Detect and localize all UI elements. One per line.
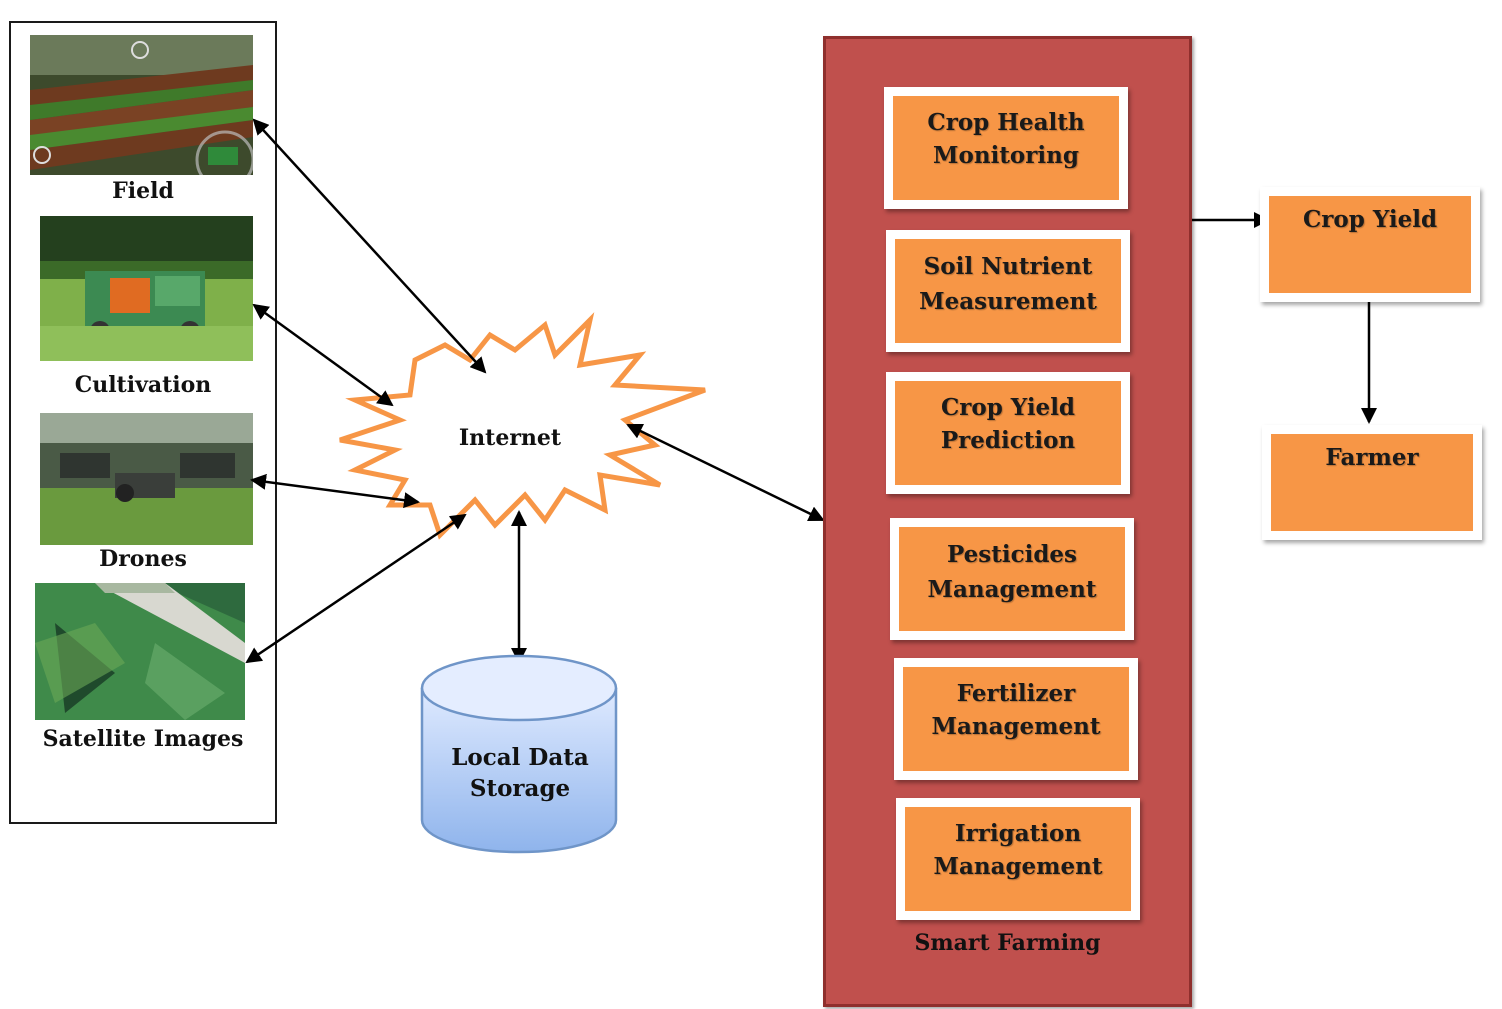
module-line1: Pesticides bbox=[946, 541, 1078, 568]
module-line1: Crop Yield bbox=[940, 394, 1076, 421]
module-line1: Fertilizer bbox=[956, 680, 1076, 707]
satellite-image bbox=[35, 583, 245, 720]
module-line2: Management bbox=[927, 576, 1097, 603]
module-line1: Crop Health bbox=[927, 109, 1085, 136]
field-image bbox=[30, 35, 253, 175]
local-storage-label-line2: Storage bbox=[469, 775, 571, 802]
drones-label: Drones bbox=[99, 546, 187, 572]
module-line1: Soil Nutrient bbox=[923, 253, 1093, 280]
module-line2: Monitoring bbox=[933, 142, 1079, 169]
cultivation-label: Cultivation bbox=[74, 372, 212, 398]
cultivation-image bbox=[40, 216, 253, 361]
local-storage-label: Local Data Storage bbox=[425, 742, 615, 804]
local-storage-label-line1: Local Data bbox=[451, 744, 589, 771]
internet-label: Internet bbox=[458, 425, 562, 451]
module-line2: Prediction bbox=[940, 427, 1076, 454]
module-line2: Management bbox=[931, 713, 1101, 740]
smart-farming-title: Smart Farming bbox=[914, 930, 1101, 956]
drones-image bbox=[40, 413, 253, 545]
farmer-label: Farmer bbox=[1271, 434, 1473, 531]
internet-cloud-icon bbox=[339, 312, 706, 540]
farmer-box: Farmer bbox=[1262, 425, 1482, 540]
database-icon bbox=[420, 654, 618, 854]
module-line1: Irrigation bbox=[954, 820, 1082, 847]
module-line2: Management bbox=[933, 853, 1103, 880]
field-label: Field bbox=[112, 178, 174, 204]
satellite-label: Satellite Images bbox=[42, 726, 244, 752]
crop-yield-box: Crop Yield bbox=[1260, 187, 1480, 302]
crop-yield-label: Crop Yield bbox=[1269, 196, 1471, 293]
module-line2: Measurement bbox=[919, 288, 1097, 315]
